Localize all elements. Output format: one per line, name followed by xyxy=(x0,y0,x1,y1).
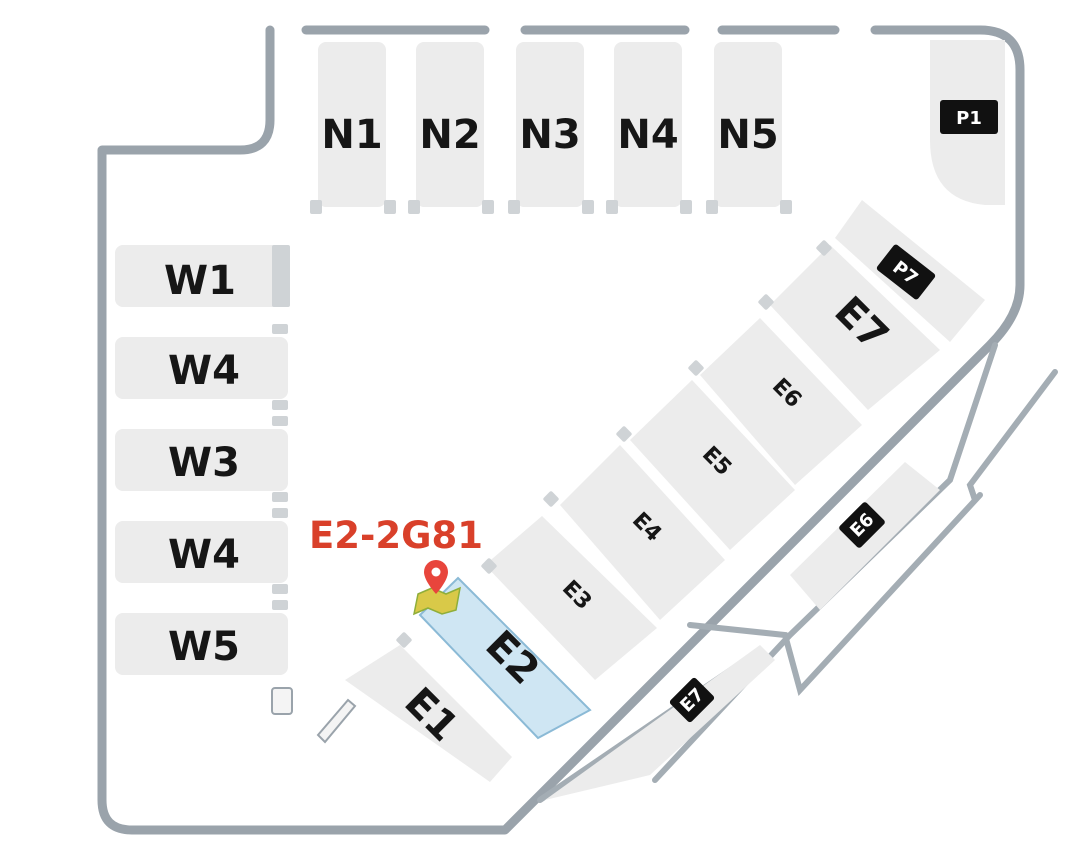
hall-n3-label: N3 xyxy=(519,112,580,158)
hall-n5[interactable]: N5 xyxy=(706,42,792,214)
hall-w3-label: W3 xyxy=(168,440,240,486)
hall-w4-upper[interactable]: W4 xyxy=(115,324,288,410)
badge-p1[interactable]: P1 xyxy=(940,100,998,134)
west-halls: W1 W4 W3 W4 W5 xyxy=(115,245,293,715)
badge-outer-e7[interactable]: E7 xyxy=(669,677,716,724)
hall-w4-upper-label: W4 xyxy=(168,348,240,394)
north-halls: N1 N2 N3 N4 N5 xyxy=(310,42,792,214)
ramp xyxy=(316,698,357,744)
hall-n5-label: N5 xyxy=(717,112,778,158)
hall-w1-label: W1 xyxy=(164,258,236,304)
hall-n1[interactable]: N1 xyxy=(310,42,396,214)
outdoor-path-3 xyxy=(687,492,983,697)
badge-p1-label: P1 xyxy=(956,108,982,129)
hall-n2[interactable]: N2 xyxy=(408,42,494,214)
hall-e4[interactable]: E4 xyxy=(543,445,725,620)
hall-n1-label: N1 xyxy=(321,112,382,158)
hall-n3[interactable]: N3 xyxy=(508,42,594,214)
hall-e5[interactable]: E5 xyxy=(616,380,795,550)
hall-w1[interactable]: W1 xyxy=(115,245,290,307)
hall-w4-lower-label: W4 xyxy=(168,532,240,578)
hall-w3[interactable]: W3 xyxy=(115,416,288,502)
map-pin-icon[interactable] xyxy=(412,560,461,616)
hall-w4-lower[interactable]: W4 xyxy=(115,508,288,594)
booth-label: E2-2G81 xyxy=(309,514,483,557)
hall-e6[interactable]: E6 xyxy=(688,318,862,485)
outer-boundary xyxy=(97,25,1025,835)
hall-n2-label: N2 xyxy=(419,112,480,158)
hall-w5-label: W5 xyxy=(168,624,240,670)
small-kiosk xyxy=(271,687,293,715)
hall-n4-label: N4 xyxy=(617,112,678,158)
outdoor-path-2 xyxy=(966,369,1058,503)
outer-zone-e7[interactable] xyxy=(545,645,775,800)
hall-w5[interactable]: W5 xyxy=(115,600,288,675)
hall-n4[interactable]: N4 xyxy=(606,42,692,214)
hall-e7[interactable]: E7 xyxy=(758,240,940,410)
badge-outer-e6[interactable]: E6 xyxy=(838,501,886,549)
hall-e3[interactable]: E3 xyxy=(481,516,657,680)
